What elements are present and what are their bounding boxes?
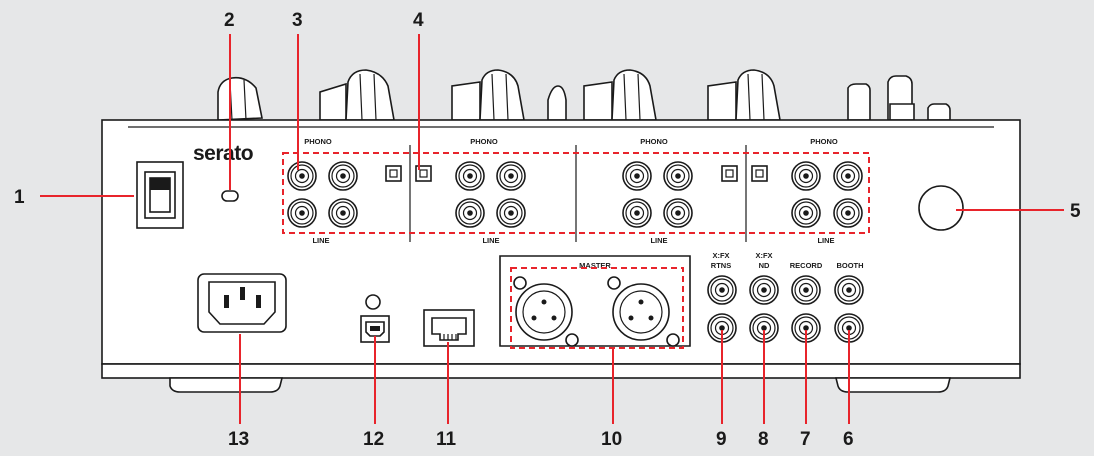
line-input-jack[interactable]: [496, 198, 526, 228]
xfx-rtns-label-2: RTNS: [711, 261, 731, 270]
line-input-jack[interactable]: [622, 198, 652, 228]
callout-6: 6: [843, 429, 854, 450]
phono-label-4: PHONO: [810, 137, 838, 146]
callout-7: 7: [800, 429, 811, 450]
knob-icon: [319, 82, 347, 121]
line-label-1: LINE: [312, 236, 329, 245]
phono-input-jack[interactable]: [622, 161, 652, 191]
phono-input-jack[interactable]: [496, 161, 526, 191]
knob-icon: [451, 81, 481, 121]
xlr-output-left[interactable]: [515, 283, 573, 341]
top-knobs: [217, 69, 951, 121]
xfx-rtns-jack[interactable]: [707, 275, 737, 305]
knob-icon: [611, 69, 657, 121]
line-label-3: LINE: [650, 236, 667, 245]
record-output-jack[interactable]: [791, 313, 821, 343]
xfx-rtns-label-1: X:FX: [712, 251, 729, 260]
phono-label-3: PHONO: [640, 137, 668, 146]
ground-terminal[interactable]: [721, 165, 738, 182]
xfx-nd-label-2: ND: [759, 261, 770, 270]
phono-input-jack[interactable]: [833, 161, 863, 191]
callout-8: 8: [758, 429, 769, 450]
rca-jacks: [287, 161, 864, 343]
xlr-output-right[interactable]: [612, 283, 670, 341]
xfx-nd-label-1: X:FX: [755, 251, 772, 260]
callout-2: 2: [224, 10, 235, 31]
knob-icon: [927, 103, 951, 121]
phono-input-jack[interactable]: [287, 161, 317, 191]
phono-input-jack[interactable]: [328, 161, 358, 191]
master-xlr-panel: MASTER: [499, 255, 691, 347]
callout-10: 10: [601, 429, 622, 450]
ground-terminals: [385, 165, 768, 182]
input-highlight-box: [282, 152, 870, 234]
power-inlet[interactable]: [197, 273, 287, 333]
master-label: MASTER: [579, 261, 611, 270]
callout-4: 4: [413, 10, 424, 31]
line-input-jack[interactable]: [833, 198, 863, 228]
callout-9: 9: [716, 429, 727, 450]
knob-icon: [735, 69, 781, 121]
callout-numbers: 1 2 3 4 5 6 7 8 9 10 11 12 13: [14, 10, 1081, 450]
brand-logo: serato: [193, 142, 253, 165]
callout-11: 11: [436, 429, 457, 450]
phono-input-jack[interactable]: [663, 161, 693, 191]
master-highlight-box: [510, 267, 684, 349]
callout-3: 3: [292, 10, 303, 31]
phono-label-2: PHONO: [470, 137, 498, 146]
lamp-socket[interactable]: [918, 185, 964, 231]
record-output-jack[interactable]: [791, 275, 821, 305]
security-slot: [221, 190, 239, 202]
ground-terminal[interactable]: [751, 165, 768, 182]
line-input-jack[interactable]: [287, 198, 317, 228]
power-switch[interactable]: [136, 161, 184, 229]
booth-output-jack[interactable]: [834, 275, 864, 305]
knob-icon: [847, 83, 871, 121]
knob-icon: [547, 85, 567, 121]
line-label-4: LINE: [817, 236, 834, 245]
knob-icon: [217, 76, 263, 121]
line-input-jack[interactable]: [791, 198, 821, 228]
chassis-base: [101, 363, 1021, 379]
booth-label: BOOTH: [836, 261, 863, 270]
ground-terminal[interactable]: [385, 165, 402, 182]
knob-icon: [345, 69, 395, 121]
ethernet-port[interactable]: [423, 309, 475, 347]
phono-input-jack[interactable]: [455, 161, 485, 191]
record-label: RECORD: [790, 261, 823, 270]
xfx-nd-jack[interactable]: [749, 275, 779, 305]
line-input-jack[interactable]: [455, 198, 485, 228]
knob-icon: [479, 69, 525, 121]
line-label-2: LINE: [482, 236, 499, 245]
usb-port[interactable]: [360, 294, 390, 343]
knob-icon: [583, 81, 613, 121]
foot: [169, 377, 284, 393]
phono-input-jack[interactable]: [791, 161, 821, 191]
callout-13: 13: [228, 429, 249, 450]
callout-5: 5: [1070, 201, 1081, 222]
callout-1: 1: [14, 187, 25, 208]
line-input-jack[interactable]: [328, 198, 358, 228]
callout-12: 12: [363, 429, 384, 450]
knob-icon: [707, 81, 737, 121]
foot: [834, 377, 952, 393]
callout-leaders: [40, 34, 1064, 424]
line-input-jack[interactable]: [663, 198, 693, 228]
phono-label-1: PHONO: [304, 137, 332, 146]
